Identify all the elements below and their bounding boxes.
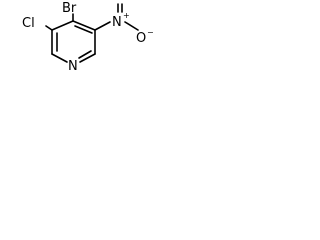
atom-nitro-oxygen-double: O: [114, 0, 124, 4]
bond-c5-nitro: [94, 21, 111, 31]
bond-c6-n1-inner: [78, 50, 92, 59]
bond-c6-n1: [79, 53, 96, 63]
bond-c3-cl: [45, 25, 53, 31]
bond-n1-c2: [51, 53, 68, 63]
atom-nitro-oxygen-single: O: [136, 31, 146, 46]
nitro-nitrogen-charge: +: [123, 11, 130, 20]
atom-bromine: Br: [62, 1, 77, 16]
pyridine-ring: [51, 20, 96, 63]
bond-c3-c4: [51, 20, 74, 31]
atom-chlorine: Cl: [22, 16, 35, 31]
atom-nitro-nitrogen: N: [112, 15, 122, 30]
bond-c4-c5-inner: [74, 25, 93, 34]
bond-nitro-o-single: [124, 21, 139, 31]
atom-ring-nitrogen: N: [68, 59, 78, 74]
nitro-oxygen-charge: −: [147, 28, 154, 37]
bond-c4-c5: [72, 20, 96, 31]
structure-diagram: Cl Br N N + O O −: [22, 0, 154, 74]
